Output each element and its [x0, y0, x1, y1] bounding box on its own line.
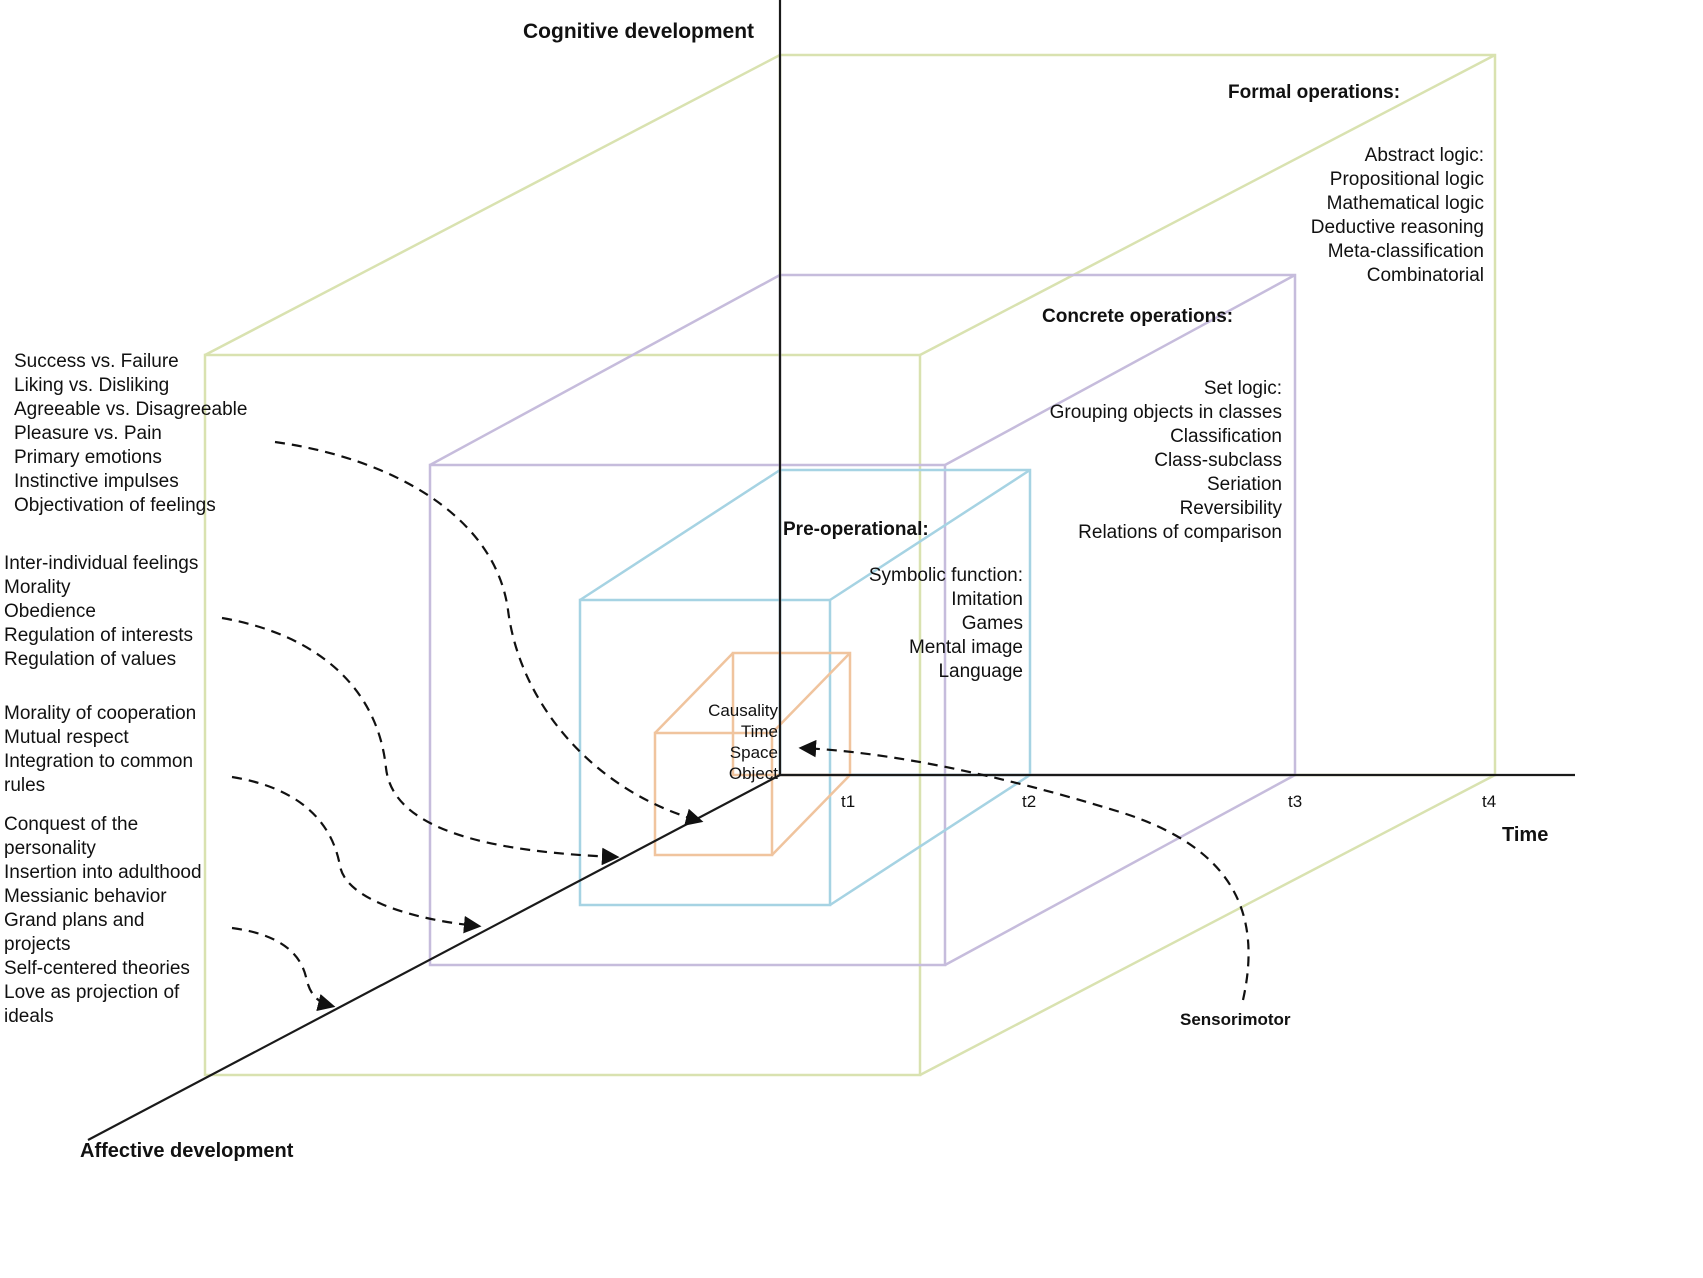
formal-operations-items: Abstract logic: Propositional logic Math…: [1310, 145, 1484, 286]
sensorimotor-items: Causality Time Space Object: [708, 701, 778, 783]
affective-axis-title: Affective development: [80, 1140, 294, 1162]
concrete-operations-items: Set logic: Grouping objects in classes C…: [1049, 378, 1282, 543]
time-tick-t3: t3: [1288, 792, 1303, 811]
time-tick-t4: t4: [1482, 792, 1497, 811]
time-tick-t2: t2: [1022, 792, 1037, 811]
affective-list-3: Morality of cooperation Mutual respect I…: [4, 703, 197, 796]
pre-operational-title: Pre-operational:: [783, 519, 929, 540]
arrow-sensorimotor-to-cube: [798, 739, 1250, 1001]
dashed-arrows: [221, 440, 1250, 1012]
affective-list-4: Conquest of the personality Insertion in…: [4, 814, 202, 1027]
time-tick-t1: t1: [841, 792, 856, 811]
axes: [87, 0, 1575, 1141]
arrow-list1-to-axis: [274, 440, 704, 826]
affective-list-2: Inter-individual feelings Morality Obedi…: [4, 553, 199, 670]
time-axis-title: Time: [1502, 824, 1549, 846]
formal-operations-title: Formal operations:: [1228, 82, 1401, 103]
arrow-list4-to-axis: [231, 926, 336, 1012]
concrete-operations-title: Concrete operations:: [1042, 306, 1234, 327]
arrow-list3-to-axis: [231, 775, 482, 934]
arrow-list2-to-axis: [221, 616, 620, 866]
affective-list-1: Success vs. Failure Liking vs. Disliking…: [14, 351, 248, 516]
pre-operational-items: Symbolic function: Imitation Games Menta…: [868, 565, 1023, 682]
formal-operations-cube: [203, 53, 1497, 1077]
sensorimotor-title: Sensorimotor: [1180, 1010, 1291, 1029]
cognitive-axis-title: Cognitive development: [523, 20, 755, 43]
affective-axis: [87, 774, 781, 1141]
